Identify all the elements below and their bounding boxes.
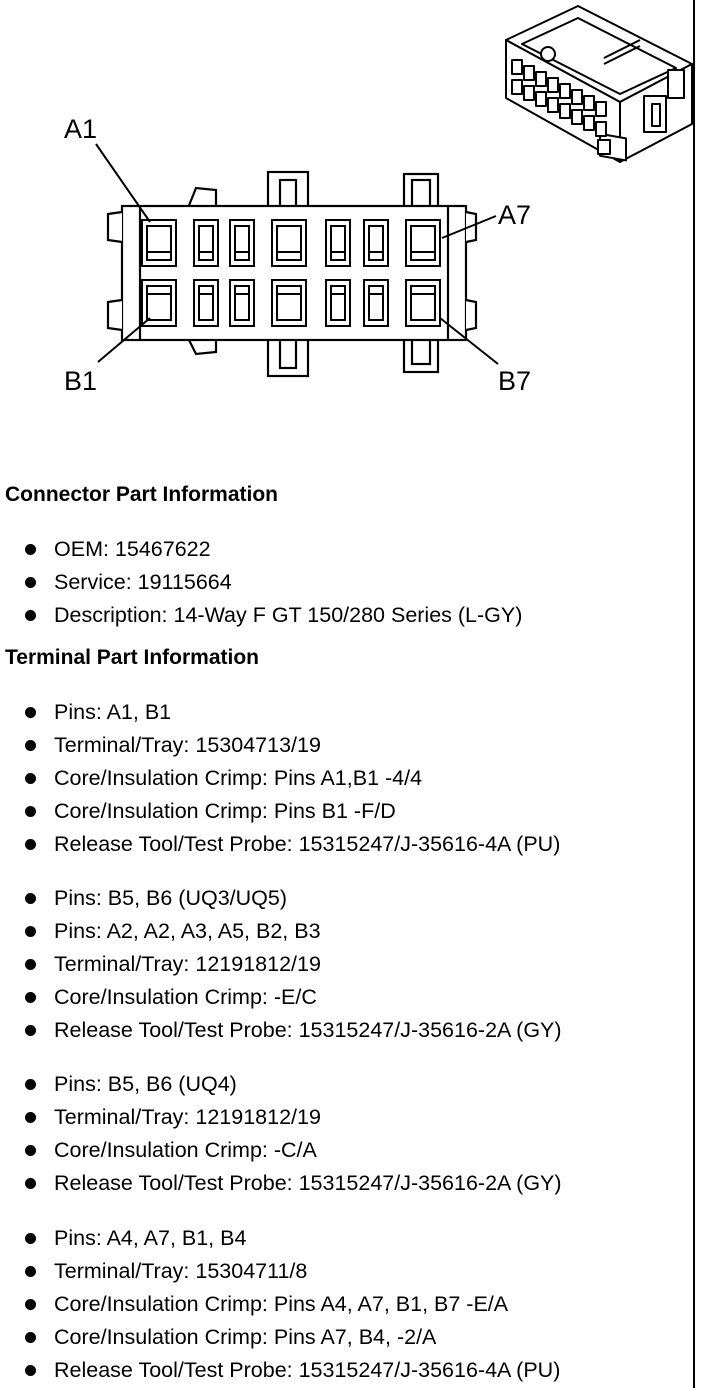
list-item-text: Core/Insulation Crimp: Pins A4, A7, B1, … [54, 1292, 509, 1316]
list-item-text: Pins: A4, A7, B1, B4 [54, 1226, 247, 1250]
terminal-group-4-list: Pins: A4, A7, B1, B4 Terminal/Tray: 15304… [0, 1222, 560, 1387]
bullet-icon [25, 1025, 36, 1036]
bullet-icon [25, 577, 36, 588]
cavity-terminal-slot [276, 285, 302, 321]
list-item-text: Release Tool/Test Probe: 15315247/J-3561… [54, 832, 561, 856]
list-item: Terminal/Tray: 15304713/19 [0, 729, 560, 762]
list-item-text: Terminal/Tray: 15304711/8 [54, 1259, 308, 1283]
bullet-icon [25, 544, 36, 555]
pin-label-a1: A1 [64, 114, 97, 144]
bullet-icon [25, 1178, 36, 1189]
cavity-terminal-slot [410, 225, 436, 261]
list-item: Terminal/Tray: 12191812/19 [0, 1101, 562, 1134]
list-item-text: Core/Insulation Crimp: -C/A [54, 1138, 317, 1162]
cavity-terminal-slot [330, 225, 346, 261]
list-item: Pins: A2, A2, A3, A5, B2, B3 [0, 915, 562, 948]
list-item: Terminal/Tray: 15304711/8 [0, 1255, 560, 1288]
bullet-icon [25, 740, 36, 751]
list-item: Terminal/Tray: 12191812/19 [0, 948, 562, 981]
list-item-text: Pins: A2, A2, A3, A5, B2, B3 [54, 919, 321, 943]
terminal-part-info-heading: Terminal Part Information [5, 646, 259, 669]
cavity-terminal-slot [368, 285, 384, 321]
list-item-text: Core/Insulation Crimp: Pins A7, B4, -2/A [54, 1325, 437, 1349]
list-item-text: Pins: B5, B6 (UQ3/UQ5) [54, 886, 287, 910]
connector-3d-view [505, 5, 693, 163]
list-item-text: Release Tool/Test Probe: 15315247/J-3561… [54, 1358, 561, 1382]
cavity-terminal-slot [198, 285, 214, 321]
list-item-text: Release Tool/Test Probe: 15315247/J-3561… [54, 1171, 562, 1195]
list-item-text: Terminal/Tray: 12191812/19 [54, 952, 321, 976]
bullet-icon [25, 1365, 36, 1376]
list-item: Pins: B5, B6 (UQ4) [0, 1068, 562, 1101]
bullet-icon [25, 707, 36, 718]
cavity-terminal-slot [146, 285, 172, 321]
cavity-terminal-slot [146, 225, 172, 261]
bullet-icon [25, 1332, 36, 1343]
list-item: Core/Insulation Crimp: Pins A4, A7, B1, … [0, 1288, 560, 1321]
cavity-terminal-slot [368, 225, 384, 261]
cavity-terminal-slot [330, 285, 346, 321]
cavity-terminal-slot [234, 225, 250, 261]
list-item-text: Release Tool/Test Probe: 15315247/J-3561… [54, 1018, 562, 1042]
bullet-icon [25, 1233, 36, 1244]
pin-leader-lines [95, 143, 499, 365]
cavity-terminal-slot [198, 225, 214, 261]
bullet-icon [25, 893, 36, 904]
bullet-icon [25, 992, 36, 1003]
list-item: Core/Insulation Crimp: -E/C [0, 981, 562, 1014]
cavity-terminal-slot [410, 285, 436, 321]
list-item: Core/Insulation Crimp: Pins A1,B1 -4/4 [0, 762, 560, 795]
list-item: Release Tool/Test Probe: 15315247/J-3561… [0, 1014, 562, 1047]
list-item: Description: 14-Way F GT 150/280 Series … [0, 599, 522, 632]
list-item-text: Terminal/Tray: 12191812/19 [54, 1105, 321, 1129]
cavity-terminal-slot [276, 225, 302, 261]
list-item-text: Description: 14-Way F GT 150/280 Series … [54, 603, 523, 627]
list-item: Release Tool/Test Probe: 15315247/J-3561… [0, 1167, 562, 1200]
connector-cavities [141, 219, 441, 327]
bullet-icon [25, 1145, 36, 1156]
bullet-icon [25, 1266, 36, 1277]
list-item-text: Pins: A1, B1 [54, 700, 172, 724]
pin-label-a7: A7 [498, 200, 531, 230]
connector-face [106, 170, 478, 378]
bullet-icon [25, 773, 36, 784]
bullet-icon [25, 806, 36, 817]
bullet-icon [25, 610, 36, 621]
list-item: Pins: A4, A7, B1, B4 [0, 1222, 560, 1255]
connector-part-info-heading: Connector Part Information [5, 483, 279, 506]
list-item: Core/Insulation Crimp: Pins B1 -F/D [0, 795, 560, 828]
list-item: Core/Insulation Crimp: -C/A [0, 1134, 562, 1167]
terminal-group-2-list: Pins: B5, B6 (UQ3/UQ5) Pins: A2, A2, A3, … [0, 882, 562, 1047]
list-item: Release Tool/Test Probe: 15315247/J-3561… [0, 828, 560, 861]
list-item: Service: 19115664 [0, 566, 522, 599]
bullet-icon [25, 1299, 36, 1310]
page-right-border [693, 0, 695, 1388]
list-item: Release Tool/Test Probe: 15315247/J-3561… [0, 1354, 560, 1387]
pin-label-b1: B1 [64, 366, 97, 396]
bullet-icon [25, 926, 36, 937]
list-item-text: Core/Insulation Crimp: -E/C [54, 985, 317, 1009]
list-item-text: Core/Insulation Crimp: Pins A1,B1 -4/4 [54, 766, 423, 790]
bullet-icon [25, 1079, 36, 1090]
bullet-icon [25, 839, 36, 850]
list-item-text: OEM: 15467622 [54, 537, 211, 561]
list-item-text: Terminal/Tray: 15304713/19 [54, 733, 321, 757]
list-item-text: Core/Insulation Crimp: Pins B1 -F/D [54, 799, 396, 823]
list-item: Pins: B5, B6 (UQ3/UQ5) [0, 882, 562, 915]
cavity-terminal-slot [234, 285, 250, 321]
pin-label-b7: B7 [498, 366, 531, 396]
list-item: Pins: A1, B1 [0, 696, 560, 729]
connector-diagram: A1 A7 B1 B7 [64, 5, 693, 396]
bullet-icon [25, 1112, 36, 1123]
list-item: OEM: 15467622 [0, 533, 522, 566]
terminal-group-3-list: Pins: B5, B6 (UQ4) Terminal/Tray: 1219181… [0, 1068, 562, 1200]
bullet-icon [25, 959, 36, 970]
list-item-text: Pins: B5, B6 (UQ4) [54, 1072, 237, 1096]
list-item-text: Service: 19115664 [54, 570, 232, 594]
list-item: Core/Insulation Crimp: Pins A7, B4, -2/A [0, 1321, 560, 1354]
